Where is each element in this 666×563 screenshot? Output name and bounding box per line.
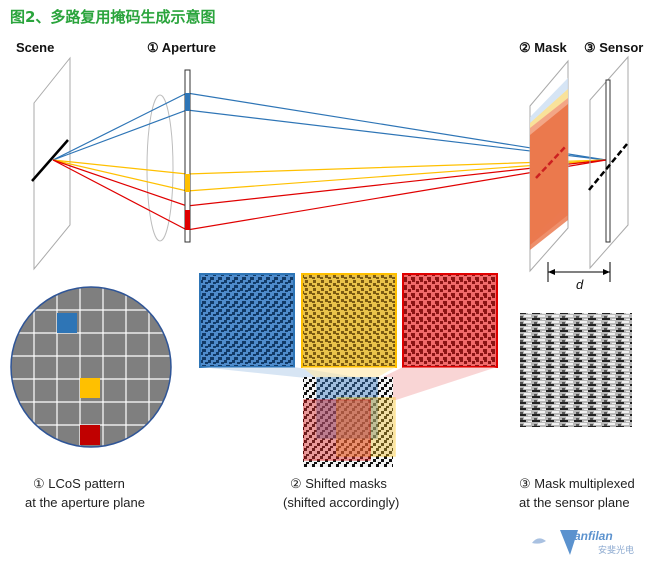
watermark-brand: anfilan bbox=[574, 529, 613, 543]
shifted-caption-line1: ② Shifted masks bbox=[290, 476, 387, 491]
light-rays bbox=[52, 92, 607, 231]
shifted-masks bbox=[199, 273, 498, 467]
aperture-plate bbox=[184, 69, 191, 243]
sensor-label: ③ Sensor bbox=[584, 40, 643, 55]
combined-mask bbox=[303, 377, 393, 467]
figure-title: 图2、多路复用掩码生成示意图 bbox=[10, 8, 215, 26]
sensor-multiplexed-image bbox=[520, 313, 632, 427]
multiplexed-caption-line2: at the sensor plane bbox=[519, 495, 630, 510]
distance-label: d bbox=[576, 277, 584, 292]
lens-outline bbox=[146, 94, 174, 242]
aperture-blue-slot bbox=[185, 93, 190, 111]
sensor-plane bbox=[588, 55, 629, 270]
watermark-sub: 安斐光电 bbox=[598, 544, 634, 555]
lcos-yellow-cell bbox=[80, 378, 100, 398]
blue-mask bbox=[199, 273, 295, 368]
mask-plane bbox=[529, 59, 569, 273]
aperture-yellow-slot bbox=[185, 174, 190, 192]
brand-triangle-icon bbox=[560, 530, 578, 555]
watermark-logo: anfilan 安斐光电 bbox=[532, 529, 634, 555]
mask-label: ② Mask bbox=[519, 40, 568, 55]
red-mask bbox=[402, 273, 498, 368]
lcos-pattern bbox=[10, 286, 172, 448]
aperture-label: ① Aperture bbox=[147, 40, 216, 55]
lcos-blue-cell bbox=[57, 313, 77, 333]
scene-plane bbox=[31, 56, 71, 271]
aperture-red-slot bbox=[185, 210, 190, 230]
scene-label: Scene bbox=[16, 40, 54, 55]
shifted-caption-line2: (shifted accordingly) bbox=[283, 495, 399, 510]
scene-object bbox=[31, 139, 69, 182]
yellow-mask bbox=[301, 273, 397, 368]
lcos-caption-line2: at the aperture plane bbox=[25, 495, 145, 510]
distance-marker bbox=[547, 262, 611, 282]
brand-swirl-icon bbox=[532, 538, 546, 544]
lcos-red-cell bbox=[80, 425, 100, 445]
multiplexed-caption-line1: ③ Mask multiplexed bbox=[519, 476, 635, 491]
lcos-caption-line1: ① LCoS pattern bbox=[33, 476, 125, 491]
